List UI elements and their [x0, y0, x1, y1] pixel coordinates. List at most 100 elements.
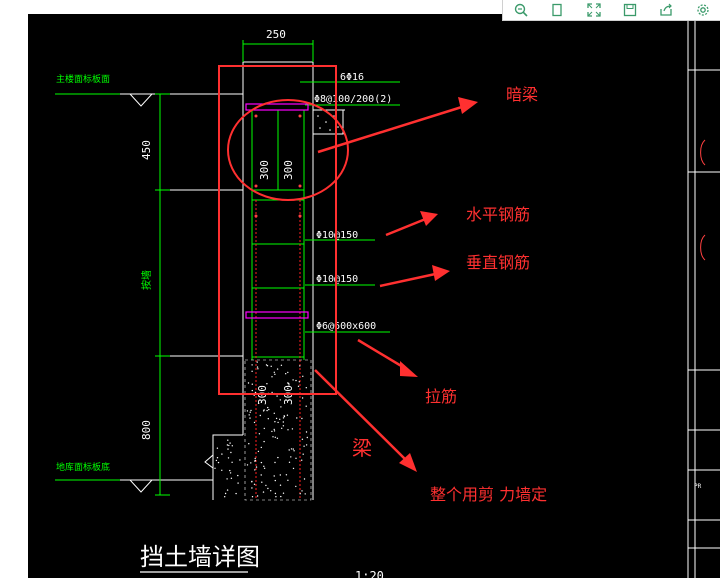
hatch-dot [274, 373, 276, 375]
hatch-dot [260, 446, 262, 449]
hatch-dot [267, 487, 269, 490]
hatch-dot [303, 478, 306, 480]
fit-page-button[interactable] [539, 0, 575, 20]
hatch-dot [263, 427, 265, 430]
annotation-beam: 梁 [352, 436, 372, 460]
hatch-dot [271, 430, 273, 433]
hatch-dot [247, 382, 250, 384]
dim-top-width: 250 [266, 28, 286, 41]
hatch-dot [288, 461, 291, 463]
hatch-dot [237, 474, 239, 477]
hatch-dot [260, 401, 262, 403]
hatch-dot [254, 469, 256, 471]
hatch-dot [304, 493, 306, 495]
annotation-tie-rebar: 拉筋 [425, 387, 457, 406]
hatch-dot [287, 371, 289, 374]
hatch-dot [287, 429, 289, 431]
hatch-dot [256, 495, 259, 497]
annotation-vertical-rebar: 垂直钢筋 [466, 253, 530, 272]
hatch-dot [216, 457, 219, 459]
hatch-dot [221, 469, 223, 471]
hatch-dot [265, 364, 268, 366]
rebar-top-label: 6Φ16 [340, 72, 364, 83]
hatch-dot [231, 445, 233, 447]
beam-hatch [214, 359, 312, 501]
hatch-dot [298, 381, 300, 383]
hatch-dot [301, 459, 303, 461]
hatch-dot [299, 365, 301, 367]
hatch-dot [282, 425, 285, 427]
slab-hatch [312, 109, 344, 135]
dim-left-upper: 450 [140, 140, 153, 160]
red-arrows [314, 97, 478, 472]
hatch-dot [214, 467, 216, 469]
hatch-dot [257, 402, 260, 404]
fullscreen-button[interactable] [576, 0, 612, 20]
hatch-dot [251, 383, 253, 385]
rebar-tie-label: Φ6@600x600 [316, 321, 376, 332]
hatch-dot [254, 391, 257, 394]
hatch-dot [250, 462, 252, 464]
hatch-dot [274, 436, 276, 438]
hatch-dot [251, 481, 253, 483]
hatch-dot [285, 373, 287, 375]
hatch-dot [249, 417, 251, 419]
hatch-dot [280, 495, 282, 498]
hatch-dot [282, 421, 284, 423]
hatch-dot [216, 447, 219, 449]
hatch-dot [301, 490, 303, 492]
hatch-dot [263, 467, 266, 469]
hatch-dot [246, 410, 249, 412]
share-button[interactable] [648, 0, 684, 20]
hatch-dot [275, 496, 277, 498]
hatch-dot [287, 382, 289, 384]
hatch-dot [246, 464, 249, 466]
hatch-dot [251, 487, 253, 489]
zoom-icon [514, 3, 528, 17]
hatch-dot [227, 457, 230, 459]
hatch-dot [267, 418, 269, 420]
fullscreen-icon [587, 3, 601, 17]
hatch-dot [250, 409, 252, 412]
hatch-dot [226, 444, 229, 446]
hatch-dot [288, 449, 290, 451]
hatch-dot [290, 448, 293, 450]
hatch-dot [277, 421, 279, 424]
hatch-dot [302, 375, 304, 377]
hatch-dot [227, 439, 229, 441]
settings-button[interactable] [685, 0, 720, 20]
hatch-dot [248, 414, 250, 416]
save-icon [623, 3, 637, 17]
hatch-dot [251, 389, 253, 392]
hatch-dot [292, 379, 294, 381]
hatch-dot [290, 456, 292, 458]
annotation-hidden-beam: 暗梁 [506, 85, 538, 104]
hatch-dot [305, 387, 307, 389]
hatch-dot [291, 428, 294, 430]
dim-lower-inner-left: 300 [256, 385, 269, 405]
side-block-text: PR [694, 483, 702, 490]
hatch-dot [260, 461, 263, 464]
rebar-horizontal-label: Φ10@150 [316, 230, 358, 241]
hatch-dot [257, 450, 260, 453]
dim-left-lower: 800 [140, 420, 153, 440]
hatch-dot [237, 482, 239, 484]
hatch-dot [254, 457, 256, 460]
hatch-dot [301, 397, 304, 399]
hatch-dot [226, 489, 229, 491]
save-button[interactable] [612, 0, 648, 20]
zoom-button[interactable] [503, 0, 539, 20]
drawing-title: 挡土墙详图 [140, 543, 260, 571]
hatch-dot [295, 379, 297, 382]
hatch-dot [266, 365, 269, 367]
hatch-dot [280, 406, 282, 408]
hatch-dot [262, 491, 265, 493]
hatch-dot [273, 412, 275, 414]
dimension-lines [55, 40, 400, 496]
hatch-dot [295, 485, 297, 488]
hatch-dot [282, 492, 285, 494]
hatch-dot [266, 383, 268, 385]
hatch-dot [273, 475, 275, 477]
red-markup [218, 65, 349, 395]
